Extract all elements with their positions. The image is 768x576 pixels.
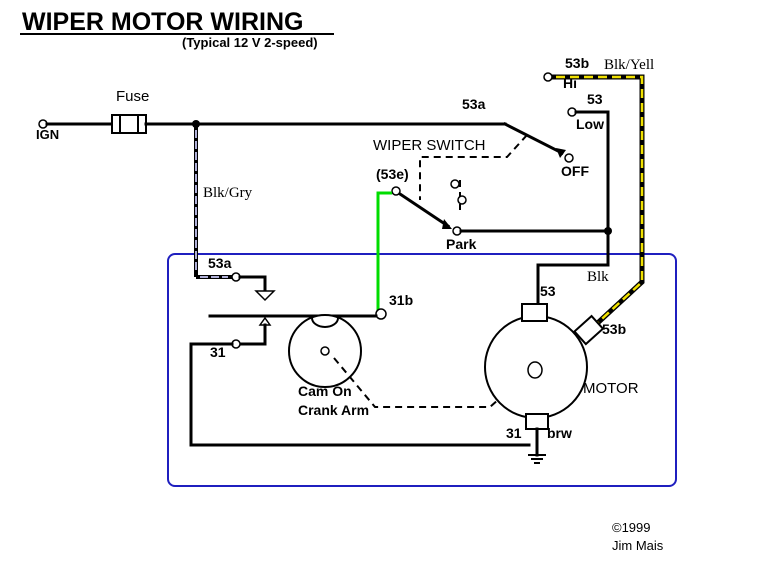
switch-53a-label: 53a bbox=[462, 96, 486, 112]
fuse-icon bbox=[111, 114, 147, 134]
ground-icon bbox=[528, 454, 546, 464]
motor-53b-terminal-block bbox=[573, 314, 605, 346]
ign-label: IGN bbox=[36, 127, 59, 142]
hi-53b-label: 53b bbox=[565, 55, 589, 71]
motor-53-terminal-block bbox=[521, 303, 548, 322]
switch-blade-bottom bbox=[397, 191, 451, 229]
wiper-switch-label: WIPER SWITCH bbox=[373, 137, 486, 154]
switch-arrow-icon bbox=[442, 219, 452, 229]
low-wire bbox=[536, 110, 610, 306]
contact-arrow-icon bbox=[254, 290, 276, 302]
switch-linkage bbox=[419, 134, 528, 200]
motor-53-label: 53 bbox=[540, 283, 556, 299]
park-contact-upper bbox=[450, 179, 460, 189]
blk-yell-label: Blk/Yell bbox=[604, 57, 654, 73]
cam-pivot bbox=[320, 346, 330, 356]
switch-53e-label: (53e) bbox=[376, 166, 409, 182]
motor-assembly-box bbox=[167, 253, 677, 487]
motor-31-label: 31 bbox=[506, 425, 522, 441]
diagram-subtitle: (Typical 12 V 2-speed) bbox=[182, 35, 318, 50]
cam-upper-contact bbox=[238, 275, 267, 293]
blk-yell-wire bbox=[552, 74, 645, 332]
label-31-left: 31 bbox=[210, 344, 226, 360]
switch-53e-terminal bbox=[391, 186, 401, 196]
motor-53b-label: 53b bbox=[602, 321, 626, 337]
motor-53a-label: 53a bbox=[208, 255, 232, 271]
cam-label-line1: Cam On bbox=[298, 383, 352, 399]
ground-return-wire bbox=[189, 342, 531, 447]
off-label: OFF bbox=[561, 163, 589, 179]
fuse-label: Fuse bbox=[116, 88, 149, 105]
hi-terminal bbox=[543, 72, 553, 82]
motor-shaft bbox=[527, 361, 543, 379]
terminal-31b bbox=[375, 308, 387, 320]
blk-yell-stripe bbox=[556, 75, 644, 329]
off-terminal bbox=[564, 153, 574, 163]
switch-arrow-icon bbox=[556, 148, 566, 158]
copyright-text: ©1999 bbox=[612, 520, 651, 535]
motor-label: MOTOR bbox=[583, 380, 639, 397]
low-label: Low bbox=[576, 116, 604, 132]
cam-notch bbox=[311, 317, 339, 328]
blk-gry-label: Blk/Gry bbox=[203, 185, 253, 201]
park-contact-lower bbox=[457, 195, 467, 205]
cam-lower-contact bbox=[238, 323, 267, 346]
low-53-label: 53 bbox=[587, 91, 603, 107]
author-text: Jim Mais bbox=[612, 538, 664, 553]
blk-label: Blk bbox=[587, 269, 609, 285]
label-31b: 31b bbox=[389, 292, 413, 308]
motor-31-terminal-block bbox=[525, 413, 549, 430]
park-label: Park bbox=[446, 236, 477, 252]
green-wire bbox=[376, 191, 392, 314]
cam-label-line2: Crank Arm bbox=[298, 402, 369, 418]
crank-linkage bbox=[333, 357, 526, 408]
brw-label: brw bbox=[547, 425, 572, 441]
diagram-title: WIPER MOTOR WIRING bbox=[22, 8, 303, 36]
switch-blade-top bbox=[502, 121, 565, 156]
